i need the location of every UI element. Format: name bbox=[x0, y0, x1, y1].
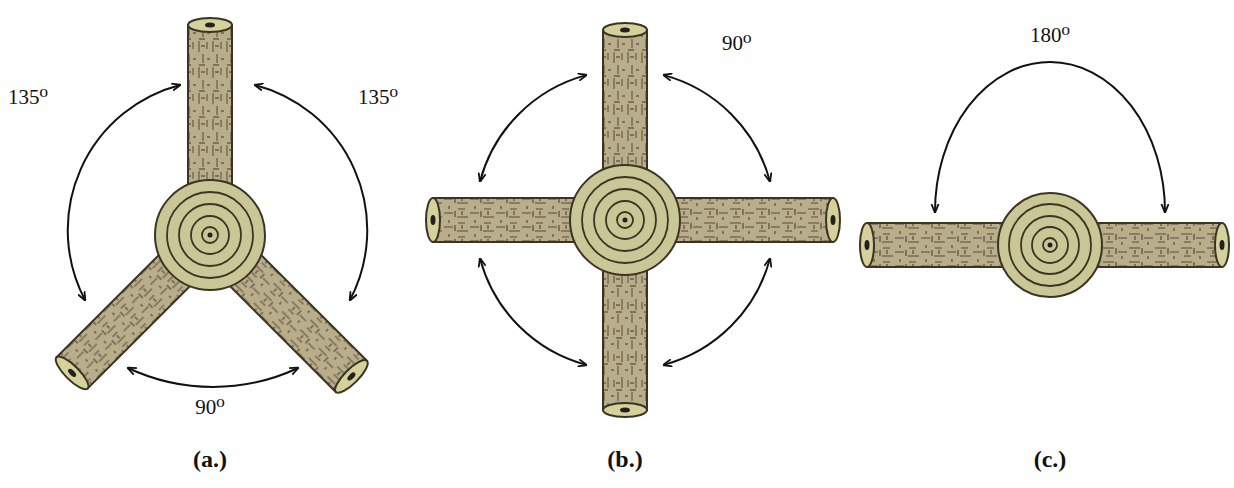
figure-label: (a.) bbox=[193, 446, 227, 472]
angle-label: 90⁰ bbox=[195, 396, 224, 419]
stem-section bbox=[998, 193, 1102, 297]
angle-label: 180⁰ bbox=[1030, 24, 1070, 47]
angle-label: 135⁰ bbox=[358, 86, 398, 109]
angle-arrow bbox=[68, 85, 180, 300]
angle-label: 90⁰ bbox=[722, 32, 751, 55]
figure-label: (b.) bbox=[607, 446, 642, 472]
angle-arrow bbox=[935, 62, 1165, 212]
stem-section bbox=[155, 180, 265, 290]
angle-arrow bbox=[255, 85, 367, 300]
figure-label: (c.) bbox=[1034, 446, 1067, 472]
angle-arrow bbox=[128, 368, 298, 387]
stem-section bbox=[570, 165, 680, 275]
angle-arrow bbox=[664, 75, 770, 181]
angle-arrow bbox=[480, 259, 586, 365]
angle-arrow bbox=[480, 75, 586, 181]
angle-arrow bbox=[664, 259, 770, 365]
angle-label: 135⁰ bbox=[8, 86, 48, 109]
